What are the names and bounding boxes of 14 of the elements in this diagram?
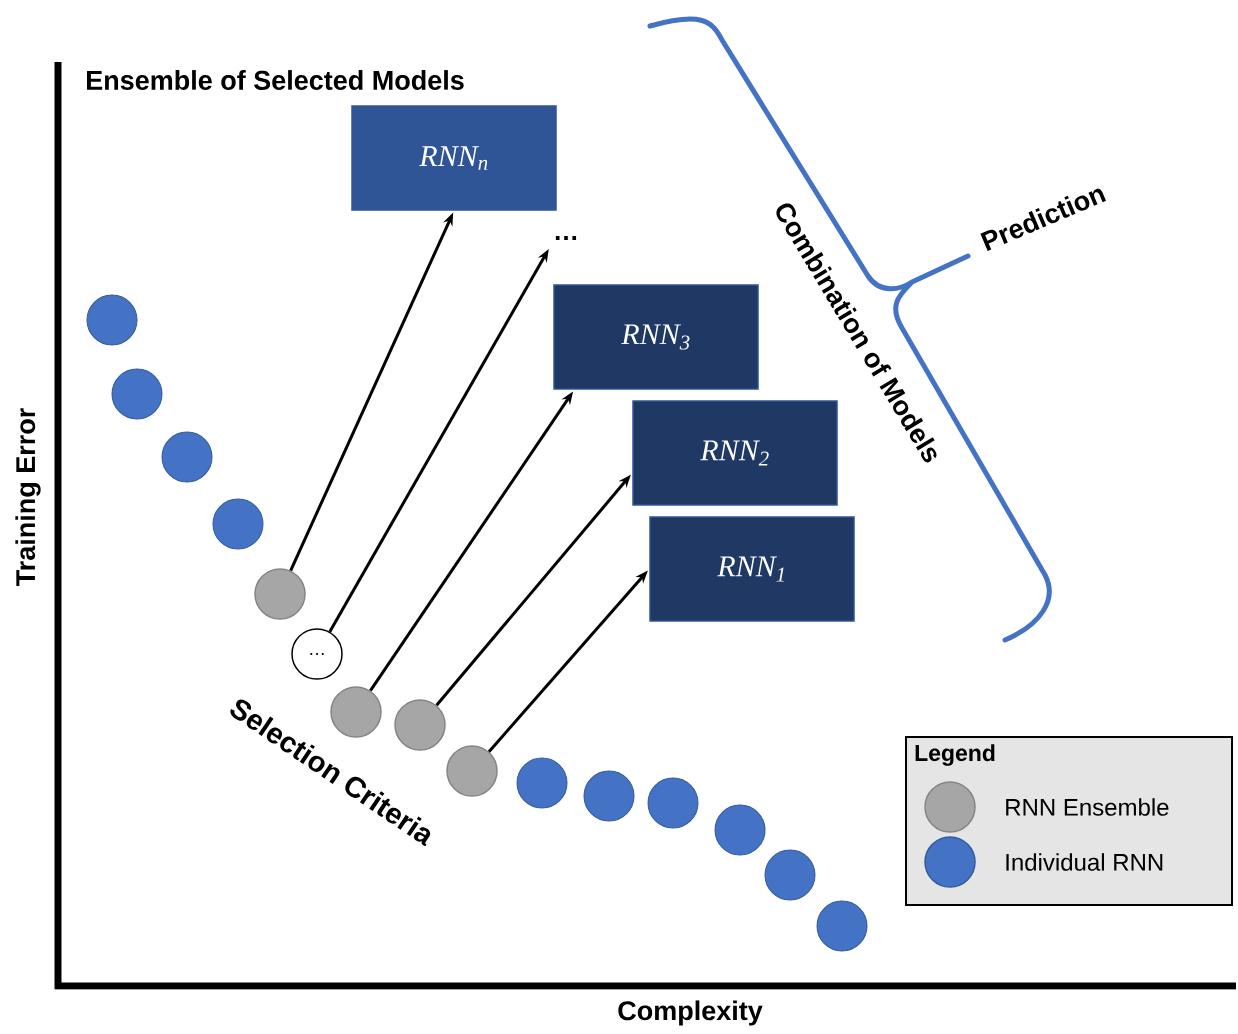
ensemble-circle [446,745,498,797]
heading: Ensemble of Selected Models [87,70,464,90]
legend-text: RNN Ensemble [1006,798,1169,816]
ellipsis: … [555,236,577,240]
model-box: RNN$_{1}$ [649,516,855,622]
axis-label: Complexity [618,1000,763,1026]
model-box: RNN$_{n}$ [351,105,557,211]
ensemble-circle [254,568,306,620]
legend-title: Legend [915,744,995,766]
legend-text: Individual RNN [1006,853,1163,871]
model-box: RNN$_{2}$ [632,400,838,506]
axis-label: Training Error [15,408,41,586]
ensemble-circle [394,699,446,751]
model-box: RNN$_{3}$ [553,284,759,390]
